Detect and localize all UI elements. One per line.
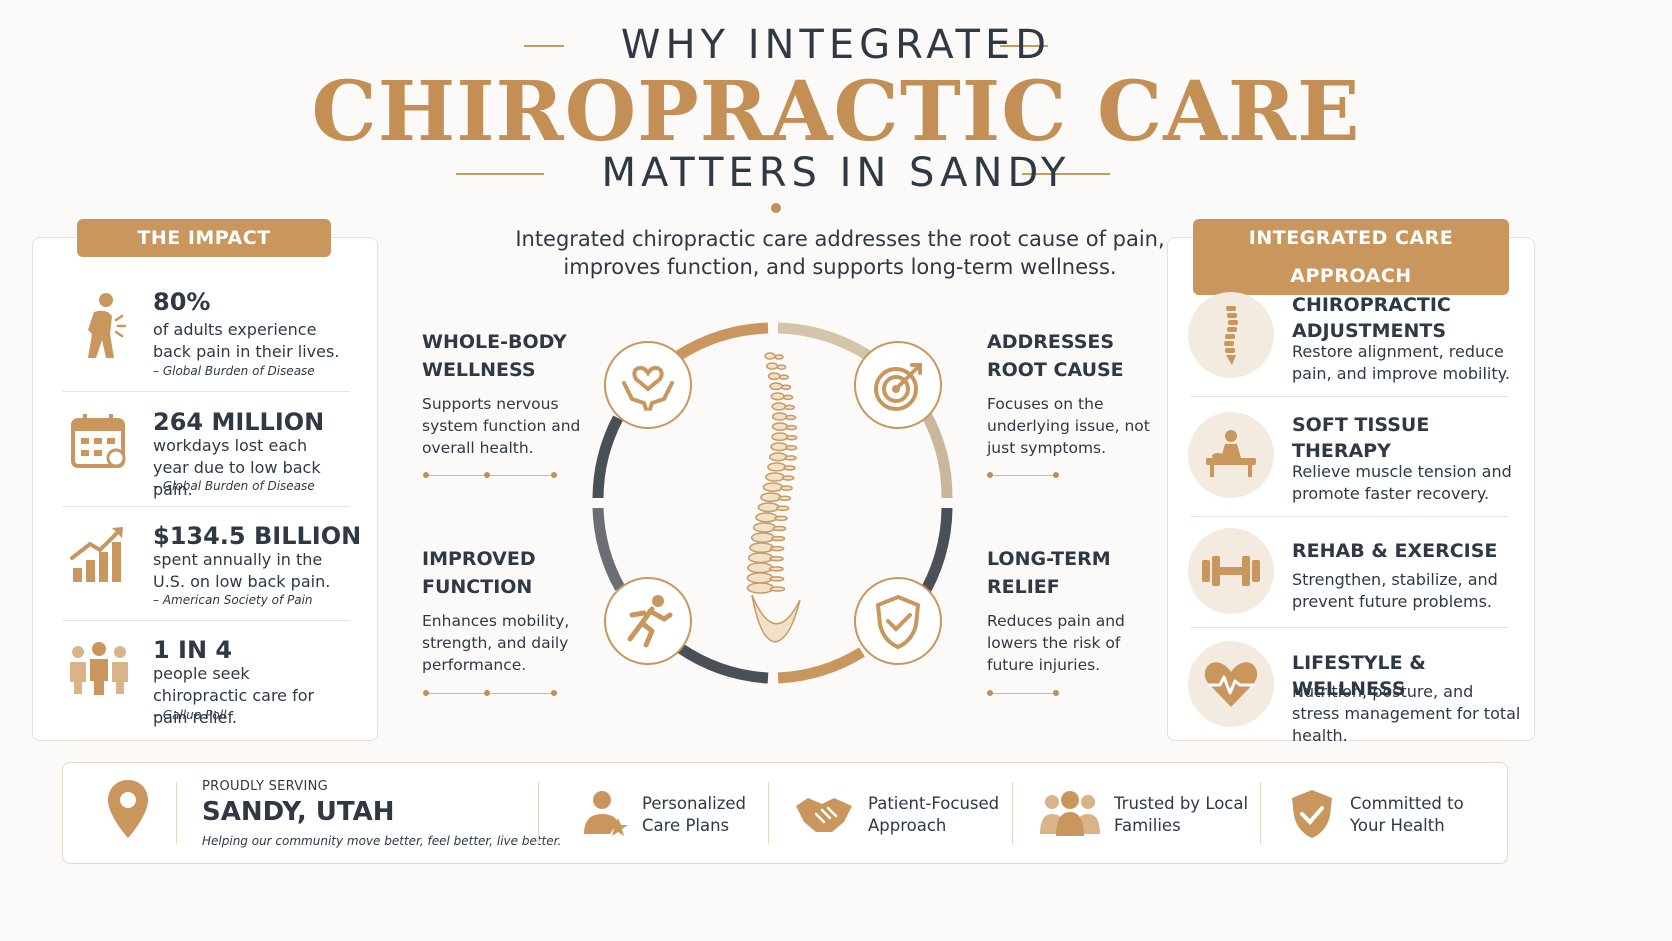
- benefit-title: ADDRESSES ROOT CAUSE: [987, 331, 1124, 381]
- care-item-text: Nutrition, posture, and stress managemen…: [1292, 682, 1521, 745]
- benefit-dot: [484, 472, 490, 478]
- care-item-title: REHAB & EXERCISE: [1292, 540, 1498, 562]
- divider: [62, 620, 350, 621]
- family-icon: [1038, 790, 1102, 842]
- footer-separator: [1260, 782, 1261, 844]
- serving-label: PROUDLY SERVING: [202, 779, 329, 794]
- benefit-title: LONG-TERM RELIEF: [987, 548, 1111, 598]
- stat-source: – American Society of Pain: [153, 593, 313, 607]
- dumbbell-icon: [1188, 528, 1274, 614]
- benefit-rule: [990, 475, 1056, 476]
- runner-icon: [604, 577, 692, 665]
- stat-source: – Global Burden of Disease: [153, 479, 315, 493]
- person-star-icon: [580, 788, 630, 842]
- stat-value: 1 IN 4: [153, 636, 233, 664]
- divider: [62, 506, 350, 507]
- impact-heading: THE IMPACT: [77, 219, 331, 257]
- stat-text: workdays lost each year due to low back …: [153, 436, 321, 499]
- shield-check-icon: [1290, 788, 1334, 844]
- benefits-ring: [592, 322, 953, 684]
- footer-tagline: Helping our community move better, feel …: [202, 834, 562, 848]
- divider: [1190, 516, 1508, 517]
- header-rule-left-top: [524, 45, 564, 47]
- stat-value: 80%: [153, 288, 211, 316]
- benefit-rule: [426, 475, 554, 476]
- header-rule-left-bottom: [456, 173, 544, 175]
- feature-label: Personalized Care Plans: [642, 794, 747, 835]
- footer-separator: [1012, 782, 1013, 844]
- header-top-line: WHY INTEGRATED: [620, 22, 1052, 68]
- care-item-text: Relieve muscle tension and promote faste…: [1292, 462, 1512, 503]
- header-rule-right-bottom: [1022, 173, 1110, 175]
- stat-value: $134.5 BILLION: [153, 522, 362, 550]
- feature-label: Committed to Your Health: [1350, 794, 1464, 835]
- spine-icon: [1188, 292, 1274, 378]
- benefit-dot: [987, 472, 993, 478]
- benefit-text: Supports nervous system function and ove…: [422, 395, 581, 457]
- stat-source: – Global Burden of Disease: [153, 364, 315, 378]
- stat-text: people seek chiropractic care for pain r…: [153, 664, 315, 727]
- calendar-icon: [68, 410, 138, 480]
- divider: [62, 391, 350, 392]
- stat-source: – Gallup Poll: [153, 708, 227, 722]
- intro-text: Integrated chiropractic care addresses t…: [515, 227, 1165, 279]
- care-item-title: CHIROPRACTIC ADJUSTMENTS: [1292, 294, 1451, 342]
- header-subtitle: MATTERS IN SANDY: [601, 150, 1071, 196]
- divider: [1190, 627, 1508, 628]
- feature-label: Trusted by Local Families: [1114, 794, 1249, 835]
- benefit-title: IMPROVED FUNCTION: [422, 548, 536, 598]
- footer-separator: [176, 782, 177, 844]
- shield-check-icon: [854, 577, 942, 665]
- people-group-icon: [66, 640, 136, 710]
- footer-separator: [768, 782, 769, 844]
- benefit-text: Reduces pain and lowers the risk of futu…: [987, 612, 1125, 674]
- target-icon: [854, 341, 942, 429]
- location-pin-icon: [106, 778, 150, 844]
- impact-panel: [32, 237, 378, 741]
- benefit-dot: [1053, 472, 1059, 478]
- benefit-dot: [484, 690, 490, 696]
- benefit-text: Enhances mobility, strength, and daily p…: [422, 612, 570, 674]
- heartbeat-icon: [1188, 641, 1274, 727]
- location-name: SANDY, UTAH: [202, 797, 395, 827]
- benefit-rule: [990, 693, 1056, 694]
- growth-chart-icon: [68, 522, 138, 592]
- benefit-dot: [551, 472, 557, 478]
- handshake-icon: [794, 792, 854, 840]
- benefit-dot: [1053, 690, 1059, 696]
- massage-table-icon: [1188, 412, 1274, 498]
- care-item-text: Strengthen, stabilize, and prevent futur…: [1292, 570, 1498, 611]
- care-item-title: LIFESTYLE & WELLNESS: [1292, 652, 1426, 700]
- feature-label: Patient-Focused Approach: [868, 794, 1000, 835]
- benefit-rule: [426, 693, 554, 694]
- back-pain-person-icon: [66, 290, 136, 360]
- benefit-title: WHOLE-BODY WELLNESS: [422, 331, 567, 381]
- stat-value: 264 MILLION: [153, 408, 325, 436]
- benefit-text: Focuses on the underlying issue, not jus…: [987, 395, 1150, 457]
- benefit-dot: [423, 472, 429, 478]
- stat-text: of adults experience back pain in their …: [153, 320, 340, 361]
- footer-bar: [62, 762, 1508, 864]
- divider: [1190, 396, 1508, 397]
- heart-hands-icon: [604, 341, 692, 429]
- footer-separator: [538, 782, 539, 844]
- care-item-title: SOFT TISSUE THERAPY: [1292, 414, 1430, 462]
- care-item-text: Restore alignment, reduce pain, and impr…: [1292, 342, 1510, 383]
- approach-heading: INTEGRATED CARE APPROACH: [1193, 219, 1509, 295]
- benefit-dot: [551, 690, 557, 696]
- stat-text: spent annually in the U.S. on low back p…: [153, 550, 331, 591]
- header-rule-right-top: [1000, 45, 1048, 47]
- header-dot: [771, 203, 781, 213]
- benefit-dot: [987, 690, 993, 696]
- spine-illustration: [746, 352, 801, 643]
- page-title: CHIROPRACTIC CARE: [311, 64, 1361, 160]
- benefit-dot: [423, 690, 429, 696]
